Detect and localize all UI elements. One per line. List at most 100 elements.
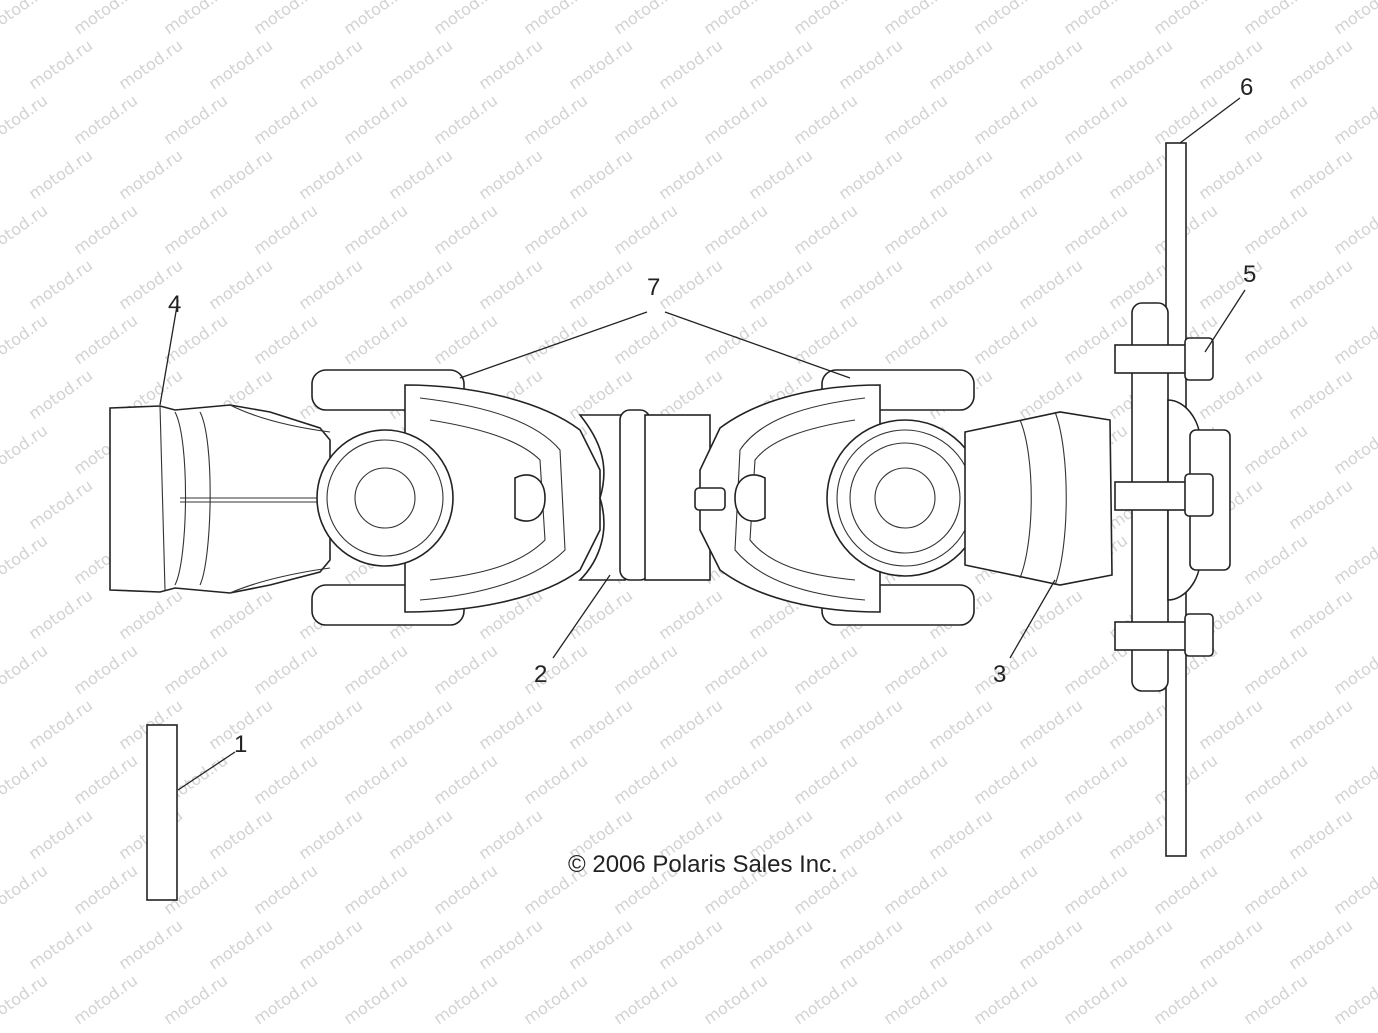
watermark-text: motod.ru — [475, 36, 546, 94]
watermark-text: motod.ru — [655, 586, 726, 644]
watermark-text: motod.ru — [835, 806, 906, 864]
watermark-text: motod.ru — [0, 0, 51, 38]
watermark-text: motod.ru — [160, 91, 231, 149]
watermark-text: motod.ru — [115, 586, 186, 644]
watermark-text: motod.ru — [295, 256, 366, 314]
watermark-text: motod.ru — [610, 751, 681, 809]
watermark-text: motod.ru — [700, 0, 771, 38]
watermark-text: motod.ru — [70, 641, 141, 699]
watermark-text: motod.ru — [925, 36, 996, 94]
watermark-text: motod.ru — [655, 916, 726, 974]
watermark-text: motod.ru — [205, 256, 276, 314]
callout-1: 1 — [234, 731, 247, 758]
watermark-text: motod.ru — [250, 751, 321, 809]
watermark-text: motod.ru — [1060, 91, 1131, 149]
watermark-text: motod.ru — [790, 971, 861, 1029]
watermark-text: motod.ru — [1015, 586, 1086, 644]
watermark-text: motod.ru — [25, 806, 96, 864]
watermark-text: motod.ru — [880, 861, 951, 919]
watermark-text: motod.ru — [1060, 201, 1131, 259]
watermark-text: motod.ru — [25, 36, 96, 94]
watermark-text: motod.ru — [205, 806, 276, 864]
watermark-text: motod.ru — [1015, 36, 1086, 94]
watermark-text: motod.ru — [1195, 146, 1266, 204]
watermark-text: motod.ru — [700, 311, 771, 369]
callout-3: 3 — [993, 661, 1006, 688]
watermark-text: motod.ru — [430, 0, 501, 38]
watermark-text: motod.ru — [1015, 256, 1086, 314]
watermark-text: motod.ru — [160, 201, 231, 259]
watermark-text: motod.ru — [25, 586, 96, 644]
watermark-text: motod.ru — [250, 0, 321, 38]
watermark-text: motod.ru — [835, 256, 906, 314]
watermark-text: motod.ru — [385, 696, 456, 754]
watermark-text: motod.ru — [295, 916, 366, 974]
watermark-text: motod.ru — [565, 36, 636, 94]
watermark-text: motod.ru — [70, 751, 141, 809]
watermark-text: motod.ru — [295, 146, 366, 204]
watermark-text: motod.ru — [115, 146, 186, 204]
watermark-text: motod.ru — [475, 146, 546, 204]
watermark-text: motod.ru — [1330, 971, 1378, 1029]
watermark-text: motod.ru — [925, 256, 996, 314]
watermark-text: motod.ru — [0, 531, 51, 589]
callout-7: 7 — [647, 274, 660, 301]
watermark-text: motod.ru — [880, 971, 951, 1029]
watermark-text: motod.ru — [0, 421, 51, 479]
watermark-text: motod.ru — [520, 751, 591, 809]
watermark-text: motod.ru — [790, 0, 861, 38]
watermark-text: motod.ru — [565, 696, 636, 754]
watermark-text: motod.ru — [340, 751, 411, 809]
watermark-text: motod.ru — [1240, 641, 1311, 699]
watermark-text: motod.ru — [475, 916, 546, 974]
watermark-text: motod.ru — [1060, 0, 1131, 38]
watermark-text: motod.ru — [970, 751, 1041, 809]
watermark-text: motod.ru — [70, 0, 141, 38]
watermark-text: motod.ru — [1195, 696, 1266, 754]
watermark-text: motod.ru — [610, 91, 681, 149]
watermark-text: motod.ru — [1195, 36, 1266, 94]
watermark-text: motod.ru — [1240, 531, 1311, 589]
watermark-text: motod.ru — [385, 146, 456, 204]
watermark-text: motod.ru — [970, 201, 1041, 259]
watermark-text: motod.ru — [1330, 311, 1378, 369]
watermark-text: motod.ru — [0, 971, 51, 1029]
watermark-text: motod.ru — [700, 641, 771, 699]
watermark-text: motod.ru — [25, 146, 96, 204]
watermark-text: motod.ru — [250, 201, 321, 259]
watermark-text: motod.ru — [1240, 971, 1311, 1029]
watermark-text: motod.ru — [610, 311, 681, 369]
watermark-text: motod.ru — [340, 91, 411, 149]
watermark-text: motod.ru — [655, 696, 726, 754]
watermark-text: motod.ru — [1330, 531, 1378, 589]
watermark-text: motod.ru — [565, 586, 636, 644]
part-3-yoke — [694, 369, 1113, 626]
watermark-text: motod.ru — [655, 36, 726, 94]
watermark-text: motod.ru — [0, 201, 51, 259]
watermark-text: motod.ru — [1015, 146, 1086, 204]
watermark-text: motod.ru — [1330, 0, 1378, 38]
watermark-text: motod.ru — [925, 916, 996, 974]
watermark-text: motod.ru — [385, 36, 456, 94]
callout-6: 6 — [1240, 74, 1253, 101]
watermark-text: motod.ru — [0, 641, 51, 699]
watermark-text: motod.ru — [1105, 36, 1176, 94]
watermark-text: motod.ru — [25, 476, 96, 534]
watermark-text: motod.ru — [925, 806, 996, 864]
watermark-text: motod.ru — [610, 0, 681, 38]
watermark-text: motod.ru — [430, 641, 501, 699]
watermark-text: motod.ru — [1285, 36, 1356, 94]
watermark-text: motod.ru — [385, 256, 456, 314]
watermark-text: motod.ru — [340, 311, 411, 369]
watermark-text: motod.ru — [0, 751, 51, 809]
watermark-text: motod.ru — [610, 641, 681, 699]
watermark-text: motod.ru — [1150, 861, 1221, 919]
watermark-text: motod.ru — [1285, 476, 1356, 534]
watermark-text: motod.ru — [835, 916, 906, 974]
watermark-text: motod.ru — [385, 806, 456, 864]
watermark-text: motod.ru — [385, 916, 456, 974]
watermark-text: motod.ru — [790, 91, 861, 149]
watermark-text: motod.ru — [1015, 916, 1086, 974]
watermark-text: motod.ru — [1330, 751, 1378, 809]
